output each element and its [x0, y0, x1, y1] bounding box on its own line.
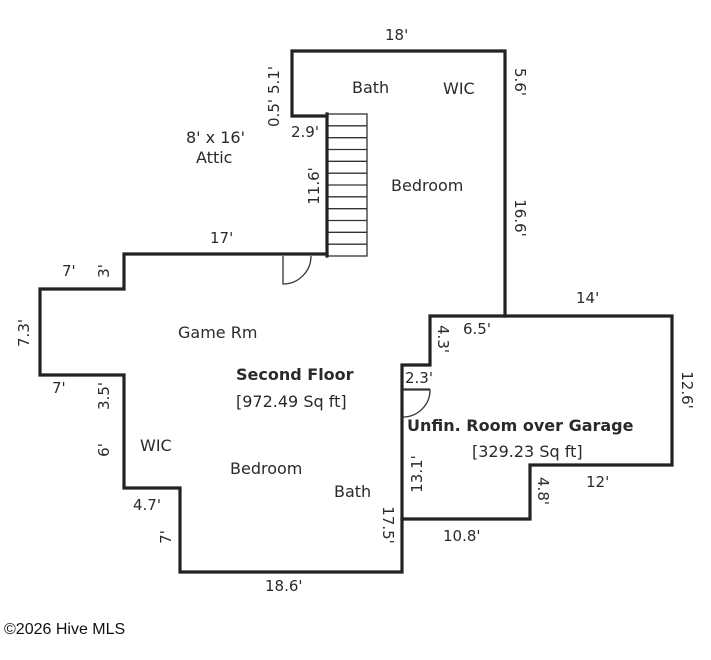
dim-garage-13-1: 13.1': [408, 455, 426, 493]
dim-right-16-6: 16.6': [511, 199, 529, 237]
garage-room-area: [329.23 Sq ft]: [472, 442, 583, 461]
dim-step-7-bottom: 7': [52, 379, 66, 397]
dim-stair-11-6: 11.6': [305, 167, 323, 205]
garage-room-name: Unfin. Room over Garage: [407, 416, 634, 435]
dim-garage-2-3: 2.3': [405, 369, 433, 387]
room-label-wic-upper: WIC: [443, 79, 475, 98]
attic-label: Attic: [196, 148, 232, 167]
room-label-game-room: Game Rm: [178, 323, 257, 342]
dim-garage-4-8: 4.8': [534, 477, 552, 505]
room-label-bath-lower: Bath: [334, 482, 371, 501]
dim-top-17: 17': [210, 229, 233, 247]
dim-left-0-5: 0.5': [265, 99, 283, 127]
dim-left-6: 6': [95, 443, 113, 457]
dim-left-5-1: 5.1': [265, 66, 283, 94]
staircase: [325, 112, 368, 258]
floor-area: [972.49 Sq ft]: [236, 392, 347, 411]
dim-garage-12: 12': [586, 473, 609, 491]
dim-step-4-7: 4.7': [133, 496, 161, 514]
dim-left-7: 7': [157, 530, 175, 544]
copyright-notice: ©2026 Hive MLS: [4, 621, 126, 638]
dim-step-3-5: 3.5': [95, 382, 113, 410]
second-floor-outline: [38, 49, 507, 574]
dim-left-7-3: 7.3': [15, 319, 33, 347]
room-label-bath-upper: Bath: [352, 78, 389, 97]
attic-size-label: 8' x 16': [186, 128, 245, 147]
dim-garage-4-3: 4.3': [434, 325, 452, 353]
dim-garage-bottom-10-8: 10.8': [443, 527, 481, 545]
room-label-wic-lower: WIC: [140, 436, 172, 455]
floor-name: Second Floor: [236, 365, 354, 384]
door-swing-game-room: [282, 255, 312, 285]
dim-garage-top-14: 14': [576, 289, 599, 307]
dim-step-3: 3': [95, 264, 113, 278]
dim-ledge-2-9: 2.9': [291, 123, 319, 141]
dim-bottom-18-6: 18.6': [265, 577, 303, 595]
dim-step-7-top: 7': [62, 262, 76, 280]
dim-garage-right-12-6: 12.6': [678, 371, 696, 409]
dim-garage-6-5: 6.5': [463, 320, 491, 338]
dim-right-5-6: 5.6': [511, 68, 529, 96]
garage-room-outline: [400, 314, 674, 521]
room-label-bedroom-lower: Bedroom: [230, 459, 302, 478]
dim-right-17-5: 17.5': [379, 506, 397, 544]
room-label-bedroom-upper: Bedroom: [391, 176, 463, 195]
dim-top-18: 18': [385, 26, 408, 44]
door-swing-garage: [402, 389, 431, 418]
